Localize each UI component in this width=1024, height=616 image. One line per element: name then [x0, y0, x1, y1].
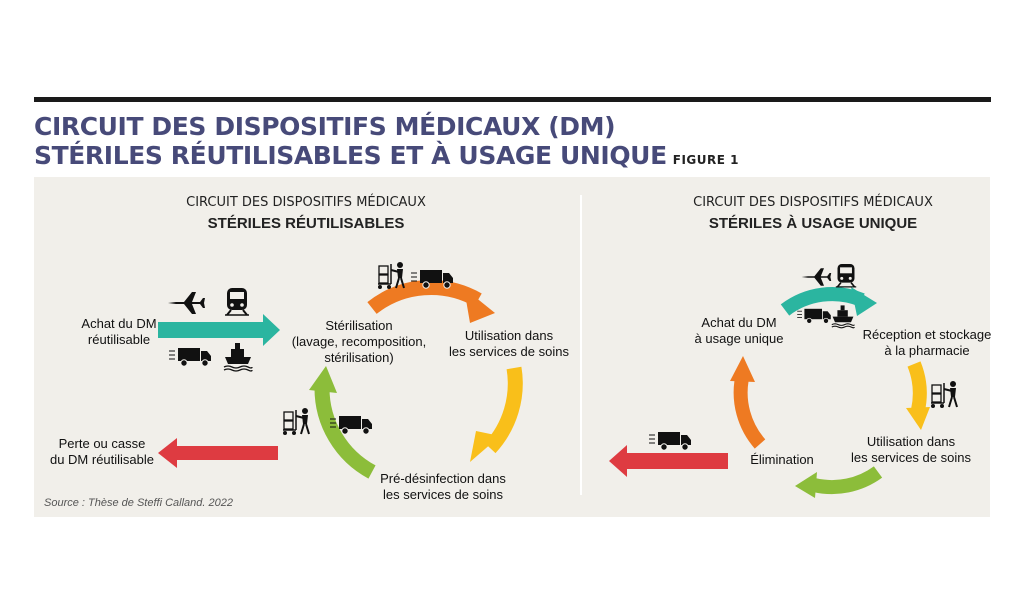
delivery-person-icon: [930, 380, 958, 409]
cycle-arrow-predisinfection-to-sterilization: [314, 387, 376, 479]
cycle-arrow-reception-to-usage: [907, 361, 927, 412]
train-icon: [834, 263, 858, 288]
label-purchase-reusable: Achat du DM réutilisable: [74, 316, 164, 348]
airplane-icon: [801, 268, 832, 286]
label-line: les services de soins: [851, 450, 971, 465]
label-predisinfection: Pré-désinfection dans les services de so…: [368, 471, 518, 503]
label-line: Pré-désinfection dans: [380, 471, 506, 486]
airplane-icon: [168, 292, 205, 314]
cycle-arrow-usage-to-predisinfection: [484, 366, 523, 454]
label-line: les services de soins: [449, 344, 569, 359]
left-panel-title: CIRCUIT DES DISPOSITIFS MÉDICAUX STÉRILE…: [176, 192, 436, 234]
left-panel-title-line2: STÉRILES RÉUTILISABLES: [207, 215, 405, 232]
label-line: Utilisation dans: [866, 434, 956, 449]
purchase-arrow: [158, 314, 280, 346]
loss-arrow: [158, 438, 278, 468]
label-line: Perte ou casse: [58, 436, 146, 451]
ship-icon: [223, 342, 253, 372]
loss-arrow-right: [609, 445, 728, 477]
label-line: Réception et stockage: [862, 327, 992, 342]
label-usage-right: Utilisation dans les services de soins: [836, 434, 986, 466]
truck-icon: [648, 431, 692, 451]
cycle-arrow-purchase-to-reception-head: [851, 287, 877, 316]
label-line: Achat du DM: [701, 315, 777, 330]
label-line: du DM réutilisable: [49, 452, 155, 467]
page-title-line1: CIRCUIT DES DISPOSITIFS MÉDICAUX (DM): [34, 112, 616, 141]
cycle-arrow-predisinfection-to-sterilization-head: [309, 366, 337, 393]
label-purchase-single-use: Achat du DM à usage unique: [684, 315, 794, 347]
top-rule: [34, 97, 991, 102]
figure-label: FIGURE 1: [672, 153, 739, 167]
label-usage-left: Utilisation dans les services de soins: [434, 328, 584, 360]
label-line: à la pharmacie: [884, 343, 970, 358]
label-line: stérilisation): [324, 350, 394, 365]
label-sterilization: Stérilisation (lavage, recomposition, st…: [284, 318, 434, 366]
panel-divider: [580, 195, 582, 495]
train-icon: [224, 287, 250, 316]
right-panel-title: CIRCUIT DES DISPOSITIFS MÉDICAUX STÉRILE…: [683, 192, 943, 234]
cycle-arrow-sterilization-to-usage-head: [464, 288, 495, 323]
truck-icon: [168, 347, 212, 367]
label-elimination: Élimination: [750, 452, 814, 467]
cycle-arrow-purchase-to-reception: [780, 287, 865, 316]
left-panel-title-line1: CIRCUIT DES DISPOSITIFS MÉDICAUX: [186, 195, 426, 210]
cycle-arrow-usage-to-elimination: [812, 466, 883, 495]
page-title-line2-text: STÉRILES RÉUTILISABLES ET À USAGE UNIQUE: [34, 141, 667, 170]
cycle-arrow-sterilization-to-usage: [367, 280, 482, 315]
cycle-arrow-reception-to-usage-head: [906, 407, 930, 430]
page-title-line2: STÉRILES RÉUTILISABLES ET À USAGE UNIQUE…: [34, 141, 739, 175]
cycle-arrow-usage-to-predisinfection-head: [470, 431, 500, 462]
diagram-panel: [34, 177, 990, 517]
cycle-arrow-elimination-to-purchase: [733, 376, 766, 449]
label-line: (lavage, recomposition,: [291, 334, 427, 349]
label-line: Achat du DM: [81, 316, 157, 331]
label-line: Stérilisation: [325, 318, 393, 333]
cycle-arrow-elimination-to-purchase-head: [730, 356, 755, 382]
label-line: réutilisable: [87, 332, 151, 347]
label-line: Utilisation dans: [464, 328, 554, 343]
label-line: les services de soins: [383, 487, 503, 502]
cycle-arrow-usage-to-elimination-head: [795, 472, 817, 498]
truck-icon: [796, 308, 832, 324]
label-line: à usage unique: [694, 331, 784, 346]
source-note: Source : Thèse de Steffi Calland. 2022: [44, 497, 233, 509]
label-loss: Perte ou casse du DM réutilisable: [44, 436, 160, 468]
delivery-person-icon: [282, 407, 310, 436]
right-panel-title-line2: STÉRILES À USAGE UNIQUE: [708, 215, 918, 232]
right-panel-title-line1: CIRCUIT DES DISPOSITIFS MÉDICAUX: [693, 195, 933, 210]
label-reception: Réception et stockage à la pharmacie: [852, 327, 1002, 359]
ship-icon: [831, 304, 855, 329]
